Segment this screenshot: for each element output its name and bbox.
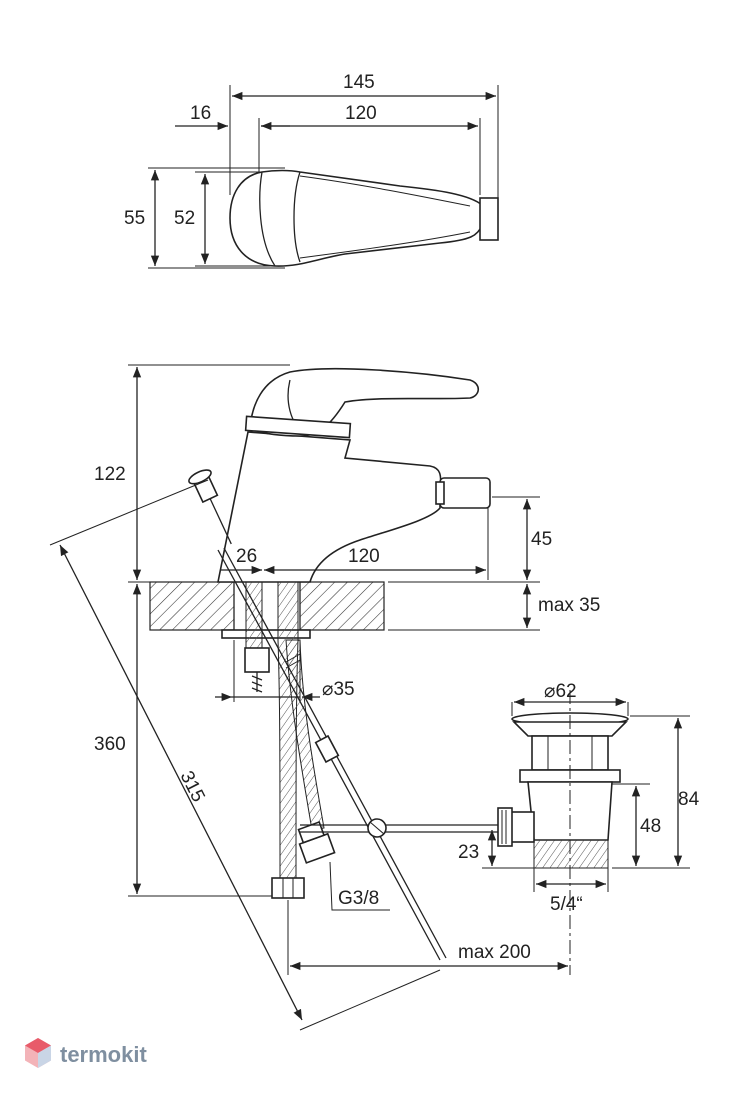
dim-spout-height: 45 xyxy=(531,529,552,550)
dim-waste-diameter: ⌀62 xyxy=(544,681,577,702)
dim-top-offset: 16 xyxy=(190,103,211,124)
waste-assembly xyxy=(497,690,629,975)
brand-name: termokit xyxy=(60,1042,147,1067)
dim-max-rod-reach: max 200 xyxy=(458,942,531,963)
faucet-body-side xyxy=(217,431,442,583)
waste-thread xyxy=(533,839,609,869)
dim-spout-reach: 120 xyxy=(348,546,380,567)
popup-knob xyxy=(188,469,232,545)
top-view: 145 120 16 55 52 xyxy=(124,72,499,269)
dim-top-height-inner: 52 xyxy=(174,208,195,229)
dim-rod-length: 315 xyxy=(176,768,209,806)
side-view: 122 360 26 120 45 max 35 ⌀35 315 ⌀62 xyxy=(49,364,700,1031)
dim-waste-height: 84 xyxy=(678,789,700,810)
label-hose-thread: G3/8 xyxy=(338,888,379,909)
dim-top-height-outer: 55 xyxy=(124,208,145,229)
hexagon-cube-icon xyxy=(25,1038,51,1068)
brand-logo: termokit xyxy=(25,1038,147,1068)
faucet-top-outline xyxy=(229,169,483,267)
dim-waste-outlet-offset: 23 xyxy=(458,842,479,863)
dim-deck-thickness: max 35 xyxy=(538,595,600,616)
dim-height-above-deck: 122 xyxy=(94,464,126,485)
lever-handle xyxy=(249,367,480,437)
dim-top-spout-length: 120 xyxy=(345,103,377,124)
dim-deck-offset: 26 xyxy=(236,546,257,567)
dim-waste-body-height: 48 xyxy=(640,816,661,837)
hose-right xyxy=(277,581,299,881)
dim-waste-thread: 5/4“ xyxy=(550,894,583,915)
dim-top-total-length: 145 xyxy=(343,72,375,93)
dim-total-height: 360 xyxy=(94,734,126,755)
dim-hole-diameter: ⌀35 xyxy=(322,679,355,700)
